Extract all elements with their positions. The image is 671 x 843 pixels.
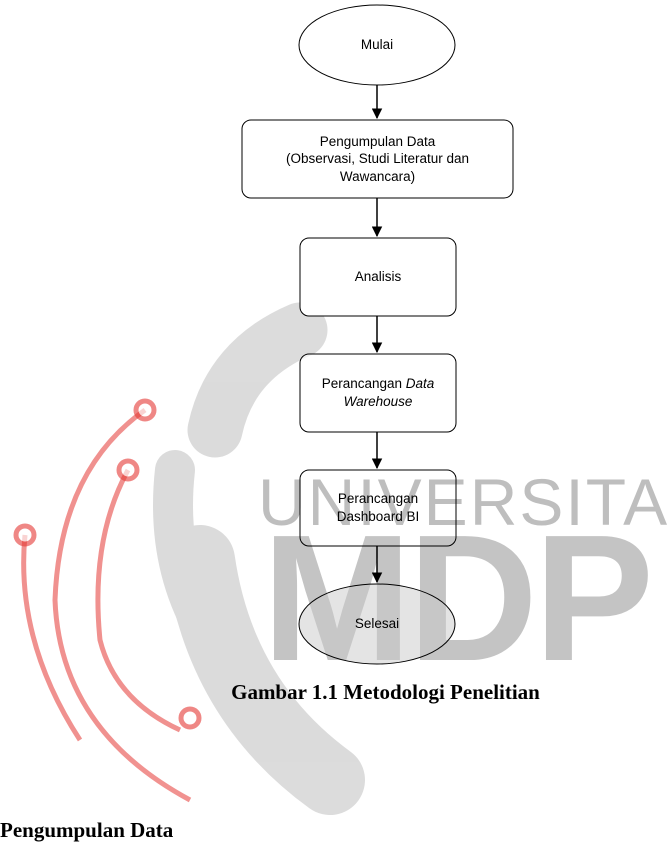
analysis-node-label: Analisis — [354, 269, 402, 285]
start-node-label: Mulai — [360, 37, 394, 53]
section-heading: Pengumpulan Data — [0, 818, 174, 842]
dw-node-shape — [299, 353, 457, 433]
end-node-shape — [298, 583, 456, 665]
collect-node-label: Pengumpulan Data (Observasi, Studi Liter… — [285, 133, 470, 184]
dw-node-label-italic: Data Warehouse — [343, 376, 435, 409]
dw-node-label-plain: Perancangan — [321, 376, 406, 392]
end-node-label: Selesai — [354, 616, 400, 632]
watermark-text-universitas: UNIVERSITAS — [258, 465, 671, 539]
figure-caption: Gambar 1.1 Metodologi Penelitian — [231, 680, 540, 704]
dashboard-node-label: Perancangan Dashboard BI — [336, 491, 420, 524]
dw-node-label: Perancangan Data Warehouse — [300, 354, 456, 432]
dashboard-node-shape — [299, 469, 457, 547]
analysis-node-shape — [299, 237, 457, 317]
